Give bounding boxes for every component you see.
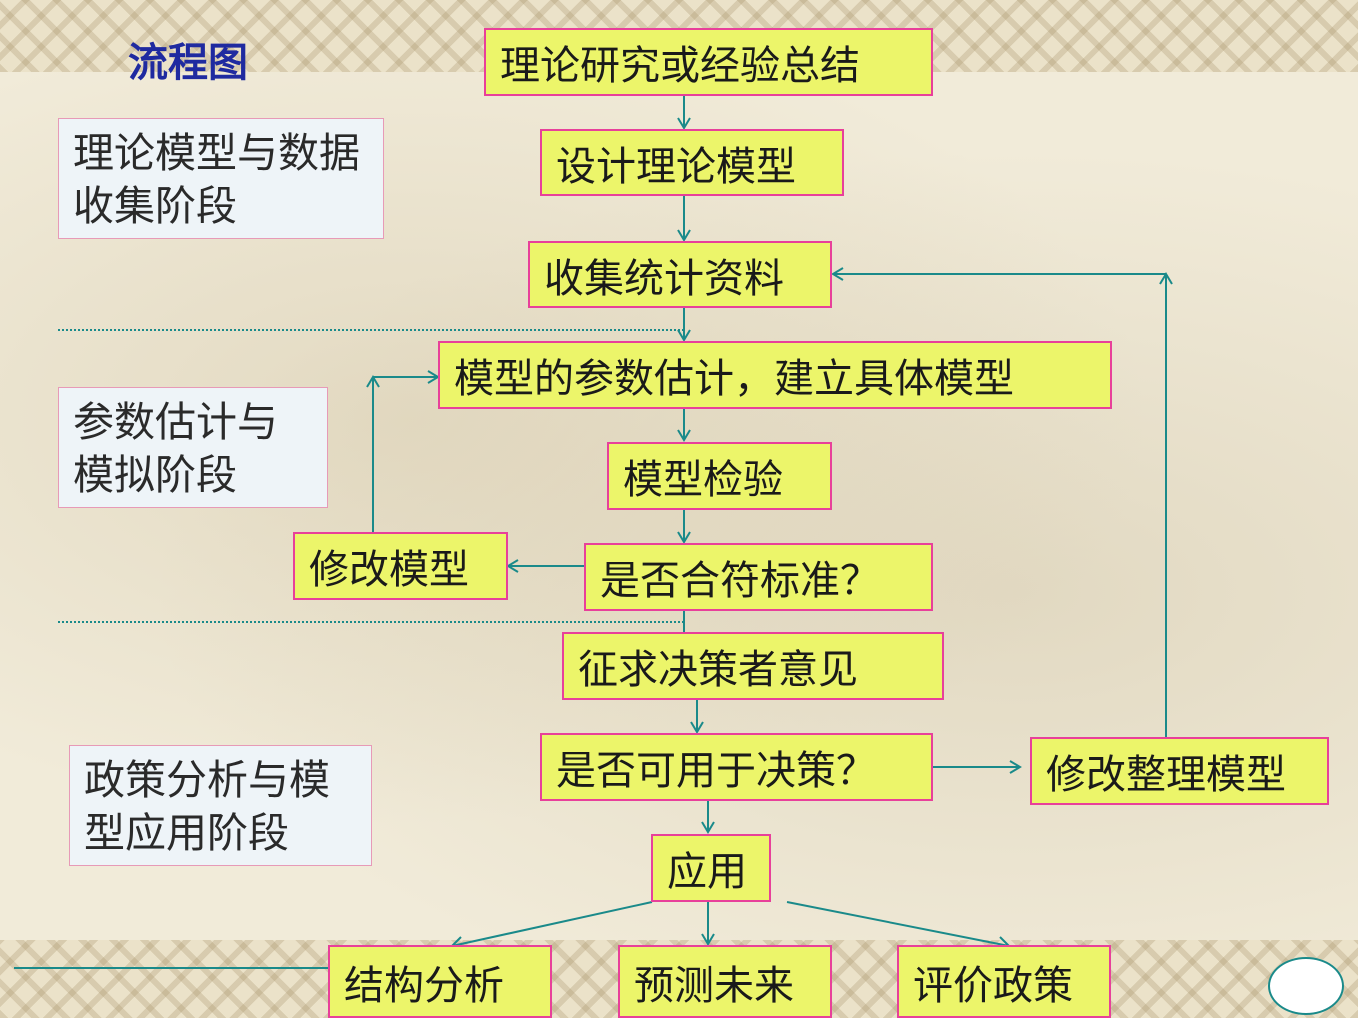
next-slide-button[interactable] — [1268, 957, 1344, 1015]
node-modify-model: 修改模型 — [293, 532, 508, 600]
stage-label-estimation: 参数估计与模拟阶段 — [58, 387, 328, 508]
node-collect-data: 收集统计资料 — [528, 241, 832, 308]
node-forecast-future: 预测未来 — [618, 945, 832, 1018]
node-design-model: 设计理论模型 — [540, 129, 844, 196]
node-structure-analysis: 结构分析 — [328, 945, 552, 1018]
node-theory-research: 理论研究或经验总结 — [484, 28, 933, 96]
node-seek-opinion: 征求决策者意见 — [562, 632, 944, 700]
node-evaluate-policy: 评价政策 — [897, 945, 1111, 1018]
node-meets-standard: 是否合符标准？ — [584, 543, 933, 611]
node-revise-model: 修改整理模型 — [1030, 737, 1329, 805]
node-parameter-estimation: 模型的参数估计，建立具体模型 — [438, 341, 1112, 409]
node-apply: 应用 — [651, 834, 771, 902]
stage-label-data-collection: 理论模型与数据收集阶段 — [58, 118, 384, 239]
stage-label-application: 政策分析与模型应用阶段 — [69, 745, 372, 866]
page-title: 流程图 — [128, 40, 248, 86]
node-usable-for-decision: 是否可用于决策？ — [540, 733, 933, 801]
node-model-test: 模型检验 — [607, 442, 832, 510]
